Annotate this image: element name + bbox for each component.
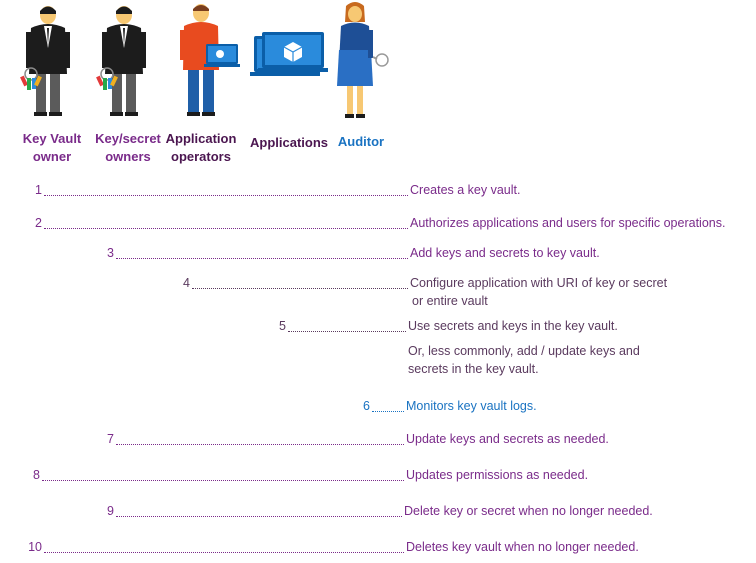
- step-leader: [42, 480, 404, 481]
- step-number: 1: [35, 183, 42, 197]
- step-text: Authorizes applications and users for sp…: [410, 216, 726, 230]
- step-number: 2: [35, 216, 42, 230]
- step-text: Updates permissions as needed.: [406, 468, 589, 482]
- step-text: Creates a key vault.: [410, 183, 521, 197]
- note-line2: secrets in the key vault.: [408, 362, 539, 376]
- step-number: 8: [33, 468, 40, 482]
- person-magnifier-icon: [337, 2, 373, 118]
- step-number: 9: [107, 504, 114, 518]
- step-leader: [116, 444, 404, 445]
- role-label-line2: operators: [171, 149, 231, 164]
- step-number: 3: [107, 246, 114, 260]
- step-text: Deletes key vault when no longer needed.: [406, 540, 639, 554]
- role-label-applications: Applications: [244, 134, 334, 152]
- step-leader: [44, 195, 408, 196]
- step-leader: [44, 228, 408, 229]
- step-leader: [44, 552, 404, 553]
- role-label-auditor: Auditor: [332, 133, 390, 151]
- auditor-figure: [337, 2, 389, 118]
- step-text: Monitors key vault logs.: [406, 399, 537, 413]
- step-number: 7: [107, 432, 114, 446]
- person-laptop-icon: [180, 4, 219, 116]
- step-text: Delete key or secret when no longer need…: [404, 504, 653, 518]
- role-label-key-secret-owners: Key/secret owners: [88, 130, 168, 166]
- step-number: 6: [363, 399, 370, 413]
- step-leader: [372, 411, 404, 412]
- role-label-line1: Key/secret: [95, 131, 161, 146]
- person-suit-icon: [102, 6, 146, 116]
- person-suit-icon: [26, 6, 70, 116]
- step-text: Update keys and secrets as needed.: [406, 432, 609, 446]
- role-label-line1: Auditor: [337, 134, 385, 149]
- step-number: 4: [183, 276, 190, 290]
- note-line1: Or, less commonly, add / update keys and: [408, 344, 640, 358]
- step-text: Add keys and secrets to key vault.: [410, 246, 600, 260]
- step-leader: [116, 516, 402, 517]
- application-operators-figure: [180, 4, 240, 116]
- laptop-pair-icon: [250, 32, 328, 76]
- keys-icon: [96, 67, 118, 90]
- step-text-line2: or entire vault: [412, 294, 488, 308]
- role-label-key-vault-owner: Key Vault owner: [14, 130, 90, 166]
- step-text: Use secrets and keys in the key vault.: [408, 319, 618, 333]
- role-label-line2: owners: [105, 149, 151, 164]
- magnifier-icon: [372, 53, 389, 67]
- laptop-icon: [204, 44, 240, 67]
- step-leader: [192, 288, 408, 289]
- step-leader: [288, 331, 406, 332]
- step-leader: [116, 258, 408, 259]
- role-label-line1: Key Vault: [22, 131, 82, 146]
- role-label-line1: Application: [165, 131, 237, 146]
- key-vault-owner-figure: [20, 6, 70, 116]
- keys-icon: [20, 67, 42, 90]
- step-number: 10: [28, 540, 42, 554]
- role-label-application-operators: Application operators: [160, 130, 242, 166]
- key-secret-owners-figure: [96, 6, 146, 116]
- step-number: 5: [279, 319, 286, 333]
- role-label-line1: Applications: [249, 135, 328, 150]
- applications-figure: [250, 32, 328, 76]
- role-label-line2: owner: [32, 149, 72, 164]
- step-text: Configure application with URI of key or…: [410, 276, 668, 290]
